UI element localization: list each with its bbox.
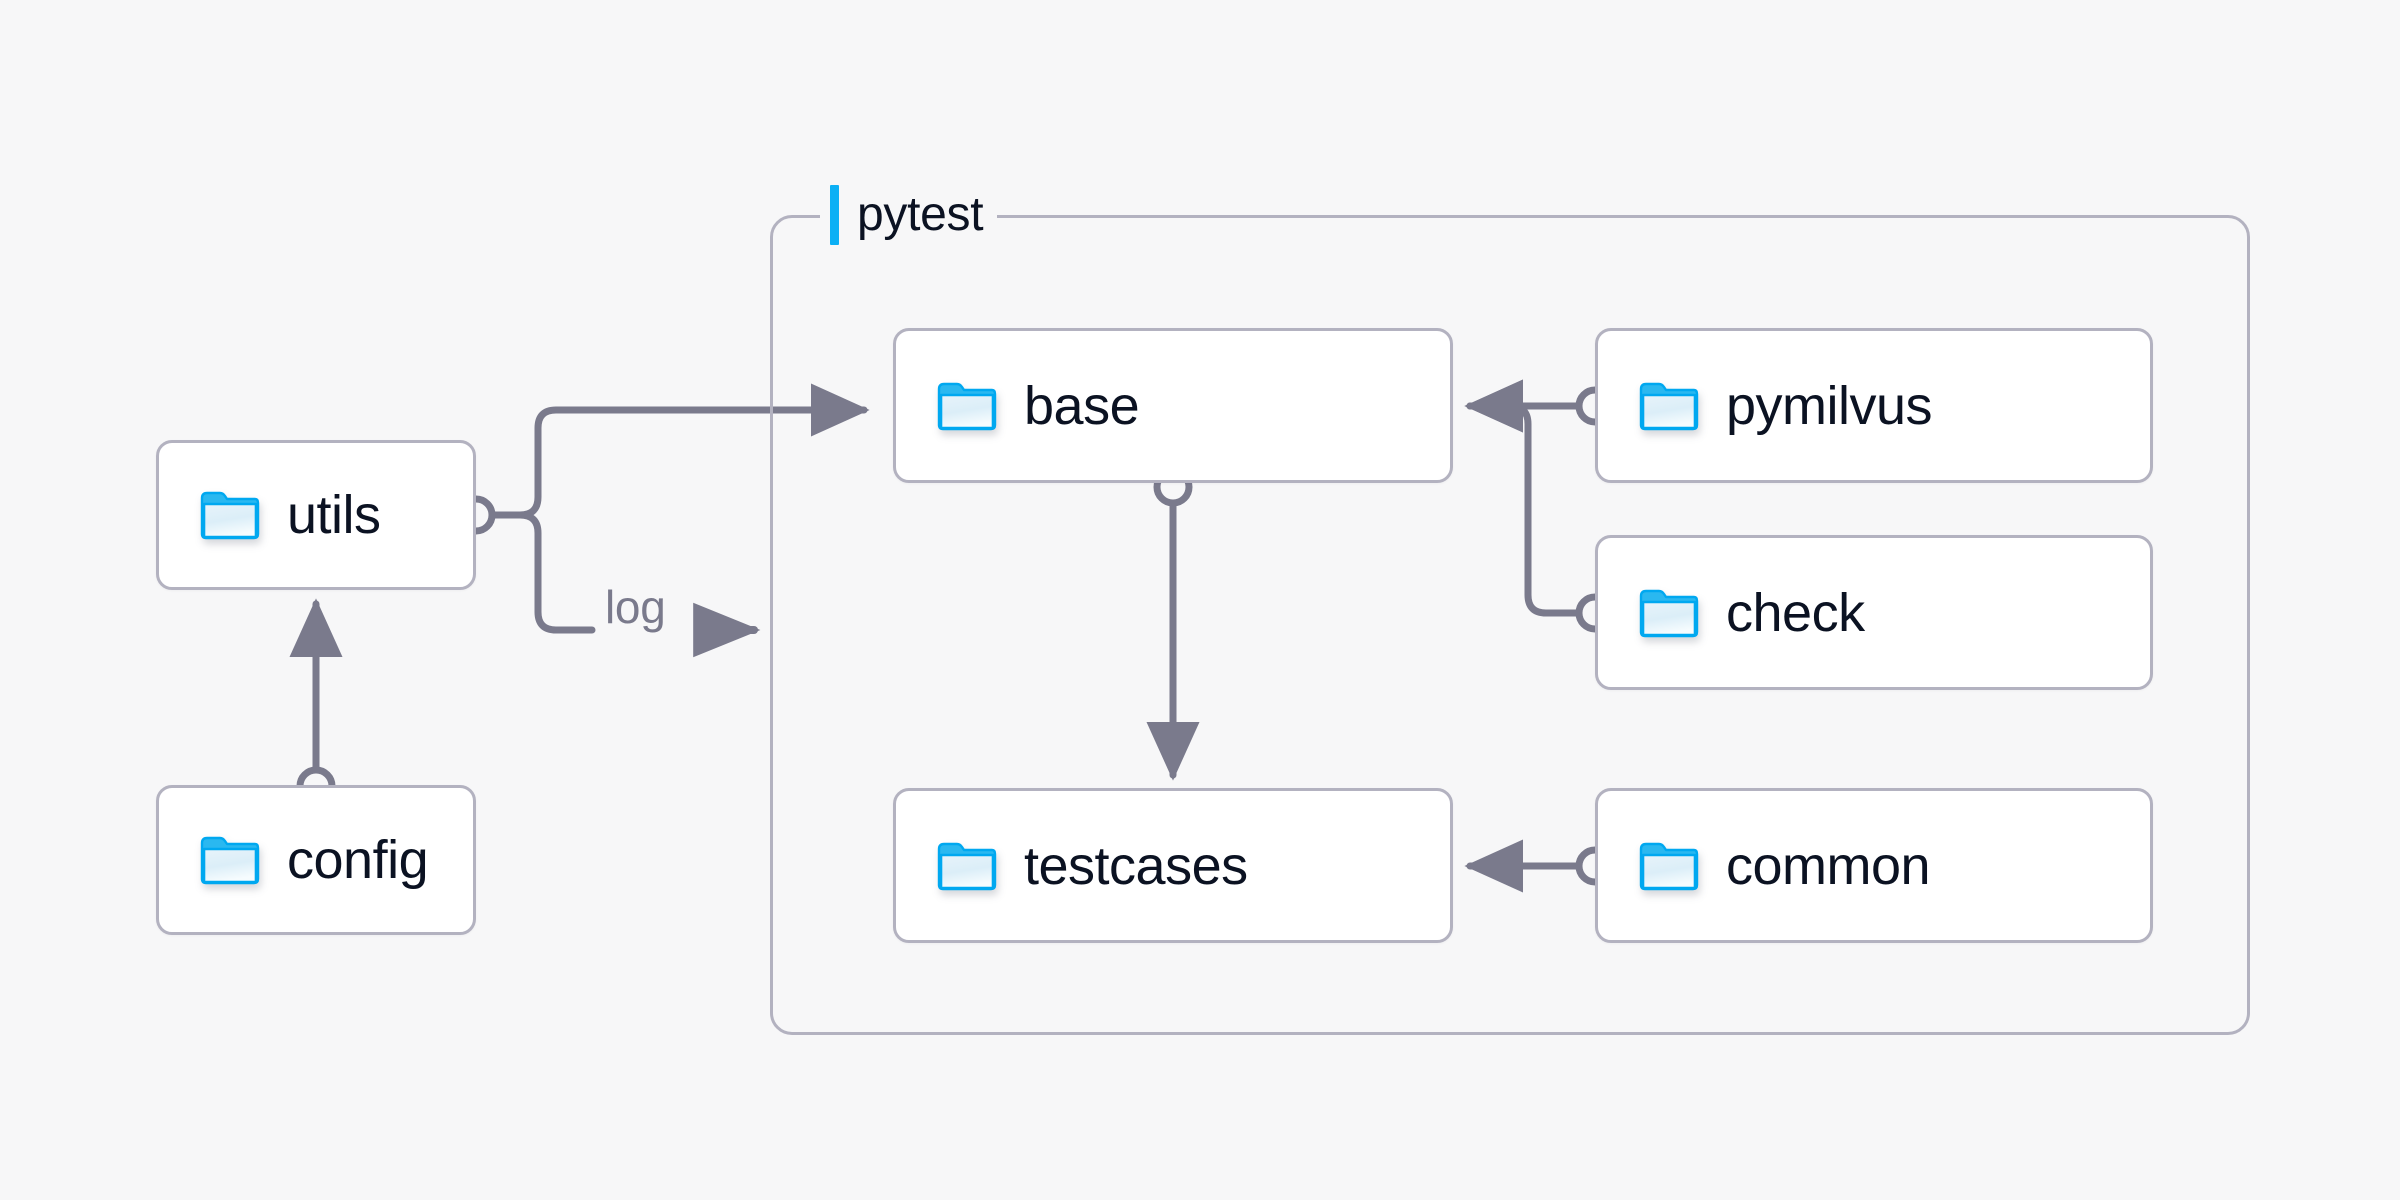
node-label: utils: [287, 485, 381, 545]
node-label: pymilvus: [1726, 375, 1933, 436]
node-config[interactable]: config: [156, 785, 476, 935]
accent-bar-icon: [830, 185, 839, 245]
folder-icon: [1639, 589, 1699, 637]
folder-icon: [200, 836, 260, 885]
pytest-group-container[interactable]: [770, 215, 2250, 1035]
node-label: common: [1726, 835, 1931, 896]
folder-icon: [937, 382, 997, 430]
node-pymilvus[interactable]: pymilvus: [1595, 328, 2153, 483]
folder-icon: [200, 491, 260, 540]
node-label: base: [1024, 375, 1140, 436]
node-testcases[interactable]: testcases: [893, 788, 1453, 943]
group-title: pytest: [857, 188, 984, 241]
edge-utils-to-log: [516, 511, 596, 634]
node-base[interactable]: base: [893, 328, 1453, 483]
node-label: config: [287, 830, 429, 890]
folder-icon: [1639, 842, 1699, 890]
node-common[interactable]: common: [1595, 788, 2153, 943]
pytest-group-label: pytest: [820, 184, 998, 246]
folder-icon: [937, 842, 997, 890]
node-check[interactable]: check: [1595, 535, 2153, 690]
node-label: check: [1726, 582, 1865, 643]
edge-label-log: log: [605, 581, 666, 633]
folder-icon: [1639, 382, 1699, 430]
node-utils[interactable]: utils: [156, 440, 476, 590]
node-label: testcases: [1024, 835, 1248, 896]
